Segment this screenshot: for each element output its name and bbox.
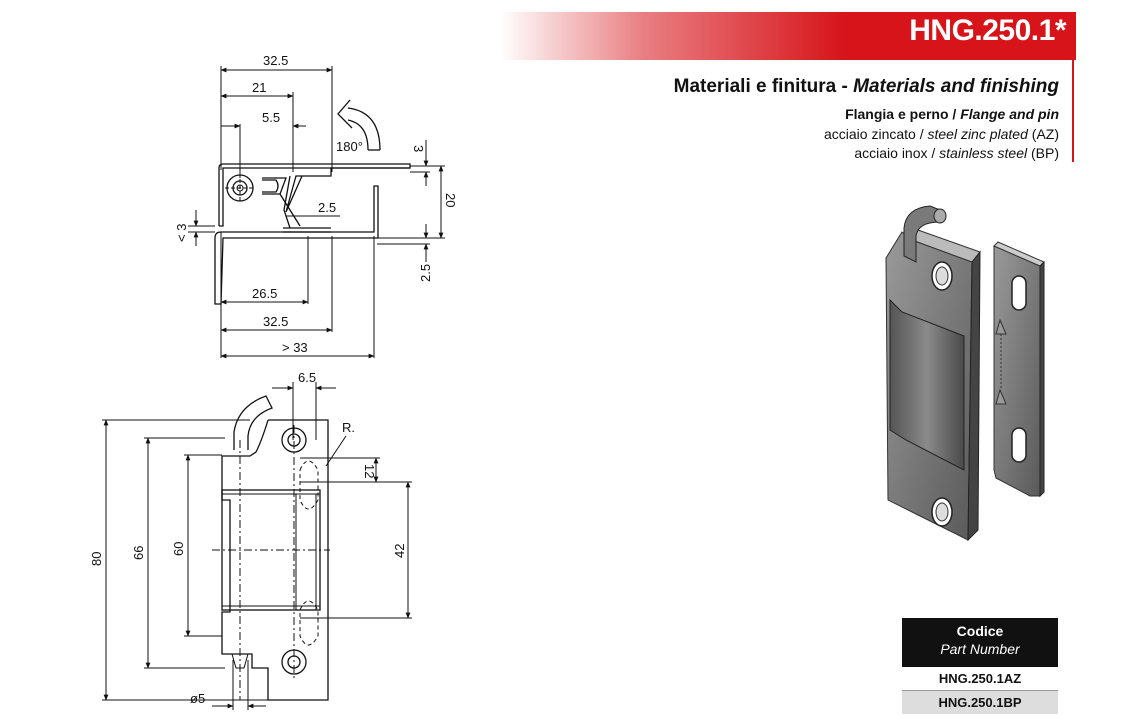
material-inox-code: (BP) (1027, 145, 1059, 161)
dim-top-lt-3: < 3 (174, 224, 189, 242)
dim-top-2-5-diag: 2.5 (318, 200, 336, 215)
part-number-label: Part Number (940, 641, 1020, 657)
dim-front-42: 42 (392, 544, 407, 558)
table-row: HNG.250.1AZ (902, 667, 1058, 691)
dim-top-3: 3 (411, 145, 426, 152)
header-banner (500, 12, 1076, 60)
materials-heading-it: Materiali e finitura - (673, 76, 854, 97)
dim-top-32-5: 32.5 (263, 53, 288, 68)
part-number-table-header: Codice Part Number (902, 618, 1058, 667)
dim-top-gt-33: > 33 (282, 340, 308, 355)
dim-angle-180: 180° (336, 139, 363, 154)
dim-front-80: 80 (89, 552, 104, 566)
dim-front-r: R. (342, 420, 355, 435)
accent-divider (1072, 58, 1074, 162)
dim-top-26-5: 26.5 (252, 286, 277, 301)
codice-label: Codice (956, 623, 1004, 639)
dim-front-6-5: 6.5 (298, 370, 316, 385)
material-inox: acciaio inox / stainless steel (BP) (854, 145, 1059, 161)
dim-front-phi-5: ø5 (190, 691, 205, 706)
dim-top-20: 20 (443, 193, 458, 207)
materials-heading-en: Materials and finishing (853, 76, 1059, 97)
materials-heading: Materiali e finitura - Materials and fin… (674, 76, 1059, 98)
flange-pin-subheading: Flangia e perno / Flange and pin (845, 106, 1059, 122)
dim-front-66: 66 (131, 546, 146, 560)
dim-top-2-5-v: 2.5 (418, 264, 433, 282)
dim-top-21: 21 (252, 80, 266, 95)
front-view-drawing (102, 382, 412, 710)
top-view-drawing (188, 66, 445, 359)
part-number-table: Codice Part Number HNG.250.1AZ HNG.250.1… (902, 618, 1058, 714)
material-zinc-en: steel zinc plated (927, 126, 1028, 142)
dim-top-5-5: 5.5 (262, 110, 280, 125)
table-row: HNG.250.1BP (902, 691, 1058, 714)
flange-pin-en: Flange and pin (960, 106, 1059, 122)
dim-front-12: 12 (362, 464, 377, 478)
material-zinc-code: (AZ) (1027, 126, 1059, 142)
hinge-product-render (885, 205, 1045, 542)
material-zinc: acciaio zincato / steel zinc plated (AZ) (824, 126, 1059, 142)
material-inox-it: acciaio inox / (854, 145, 940, 161)
flange-pin-it: Flangia e perno / (845, 106, 961, 122)
product-code-title: HNG.250.1* (909, 14, 1066, 47)
dim-top-32-5-b: 32.5 (263, 314, 288, 329)
material-inox-en: stainless steel (939, 145, 1028, 161)
dim-front-60: 60 (171, 542, 186, 556)
material-zinc-it: acciaio zincato / (823, 126, 928, 142)
